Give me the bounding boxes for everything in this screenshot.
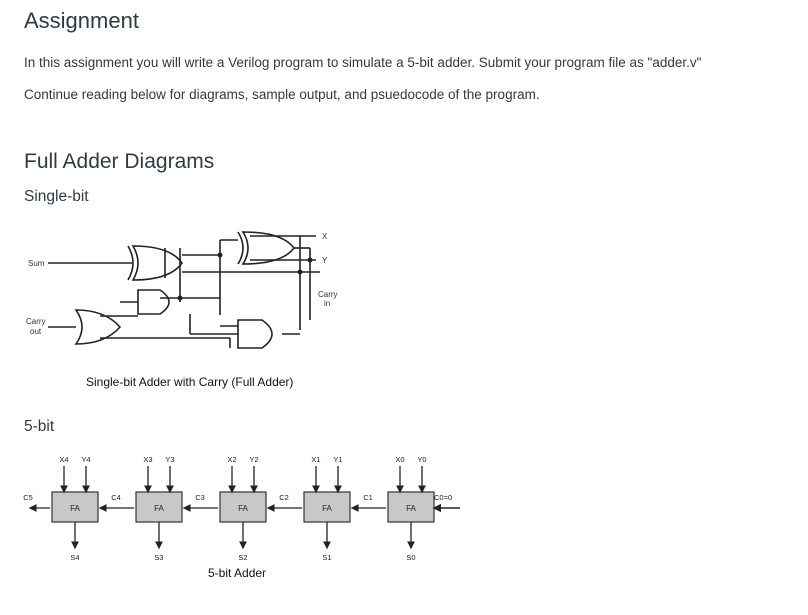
x-input-1: X1 (311, 455, 320, 464)
fa-box-1 (303, 491, 351, 523)
x-input-label: X (322, 232, 328, 241)
y-input-2: Y2 (249, 455, 258, 464)
full-adder-caption: Single-bit Adder with Carry (Full Adder) (86, 375, 294, 389)
intro-paragraph: In this assignment you will write a Veri… (24, 55, 702, 70)
carry-in-label: Carry (318, 290, 338, 299)
s-output-2: S2 (238, 553, 247, 562)
page-title: Assignment (24, 8, 139, 33)
sum-label: Sum (28, 259, 45, 268)
carry-label-3: C4 (111, 493, 121, 502)
fa-label-2: FA (238, 504, 248, 513)
x-input-4: X4 (59, 455, 68, 464)
y-input-4: Y4 (81, 455, 90, 464)
y-input-3: Y3 (165, 455, 174, 464)
fa-box-0 (387, 491, 435, 523)
x-input-3: X3 (143, 455, 152, 464)
fa-box-3 (135, 491, 183, 523)
five-bit-adder-caption: 5-bit Adder (208, 566, 267, 580)
carry-in-label-2: in (324, 299, 330, 308)
s-output-3: S3 (154, 553, 163, 562)
fa-label-0: FA (406, 504, 416, 513)
fa-label-1: FA (322, 504, 332, 513)
x-input-0: X0 (395, 455, 404, 464)
carry-label-0: C1 (363, 493, 373, 502)
s-output-4: S4 (70, 553, 79, 562)
carry-label-2: C3 (195, 493, 205, 502)
fa-label-4: FA (70, 504, 80, 513)
y-input-1: Y1 (333, 455, 342, 464)
s-output-1: S1 (322, 553, 331, 562)
carry-label-4: C5 (23, 493, 33, 502)
y-input-label: Y (322, 256, 328, 265)
fa-label-3: FA (154, 504, 164, 513)
full-adder-diagram: Sum Carry out X Y Carry in (20, 220, 350, 400)
continue-paragraph: Continue reading below for diagrams, sam… (24, 87, 540, 102)
single-bit-heading: Single-bit (24, 188, 89, 205)
five-bit-heading: 5-bit (24, 418, 55, 435)
section-heading: Full Adder Diagrams (24, 150, 215, 173)
x-input-2: X2 (227, 455, 236, 464)
carry-out-label-2: out (30, 327, 42, 336)
carry-out-label: Carry (26, 317, 46, 326)
y-input-0: Y0 (417, 455, 426, 464)
carry-in-c0-label: C0=0 (434, 493, 452, 502)
carry-label-1: C2 (279, 493, 289, 502)
s-output-0: S0 (406, 553, 415, 562)
